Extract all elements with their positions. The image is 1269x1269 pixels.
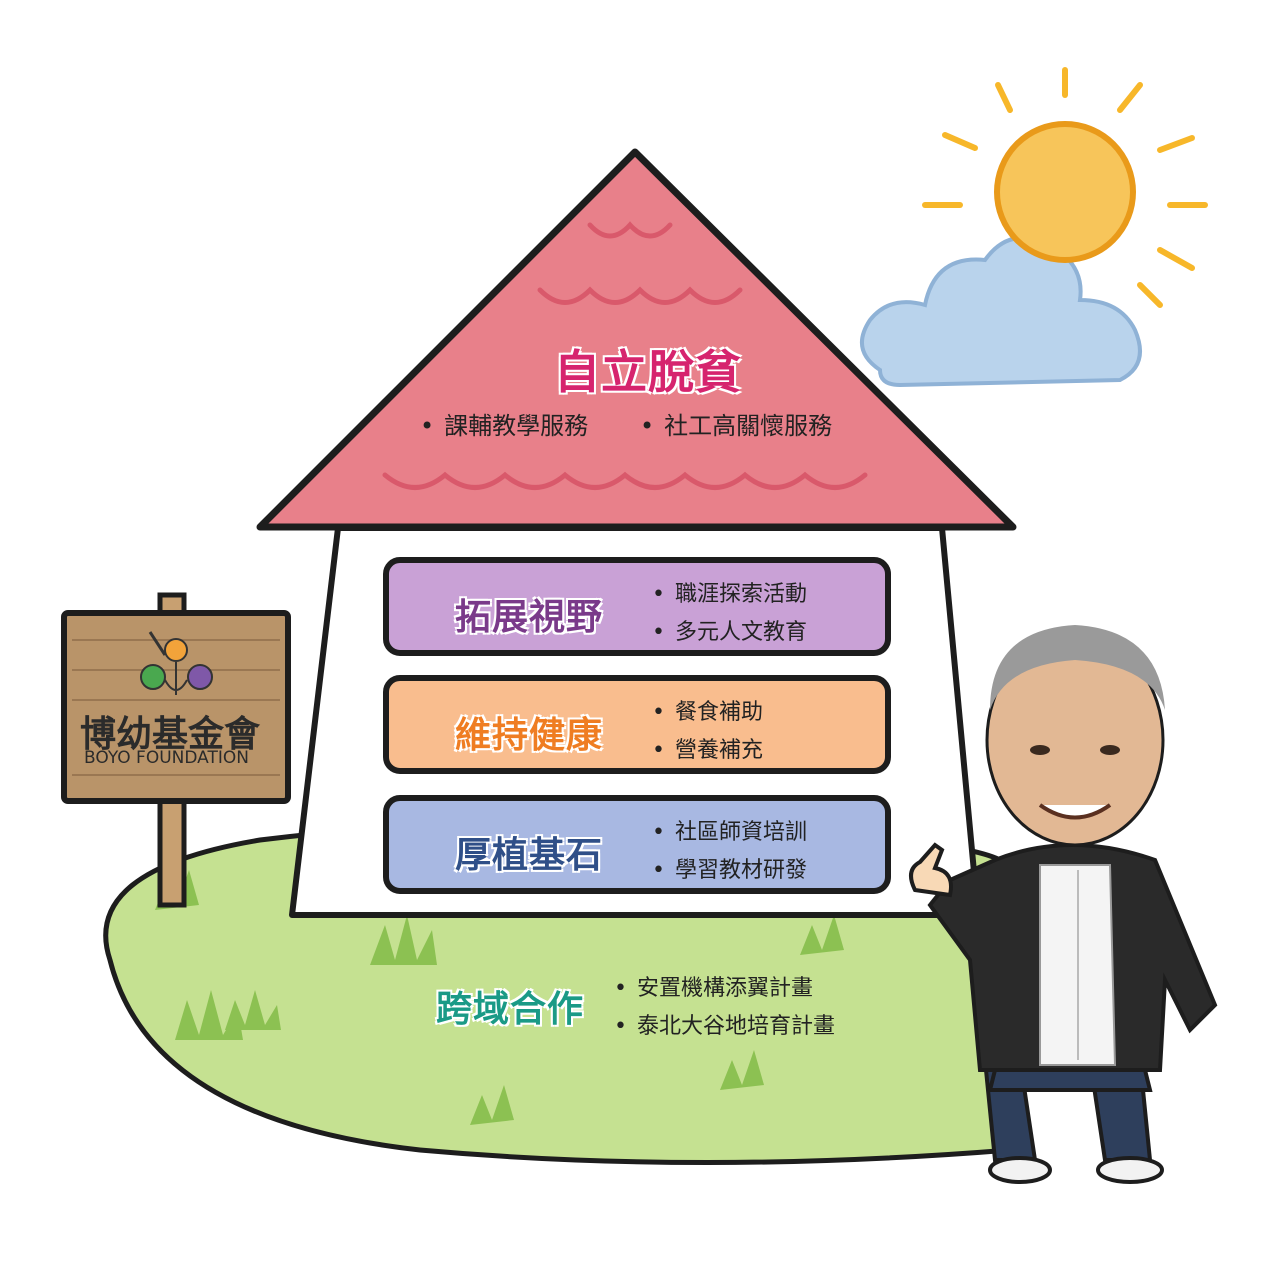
band-foundation-item: 社區師資培訓 (652, 814, 807, 846)
person-illustration (909, 625, 1218, 1184)
band-foundation-item: 學習教材研發 (652, 852, 807, 884)
band-health-item: 餐食補助 (652, 694, 763, 726)
roof-item: 課輔教學服務 (420, 406, 588, 441)
partner-item: 泰北大谷地培育計畫 (614, 1008, 835, 1040)
sign-name-en: BOYO FOUNDATION (84, 748, 249, 768)
cloud-icon (860, 235, 1142, 388)
grass-icon (155, 870, 844, 1125)
roof-item: 社工高關懷服務 (640, 406, 832, 441)
logo-icon (140, 631, 213, 695)
band-foundation-title: 厚植基石 (455, 835, 604, 876)
band-health-title: 維持健康 (455, 715, 604, 756)
roof-scallops (382, 221, 868, 490)
sun-icon (922, 67, 1208, 308)
band-health-item: 營養補充 (652, 732, 763, 764)
band-vision-title: 拓展視野 (455, 597, 604, 638)
partner-title: 跨域合作 (436, 989, 585, 1030)
partner-item: 安置機構添翼計畫 (614, 970, 813, 1002)
sign-board (61, 610, 291, 804)
roof-title: 自立脫貧 (554, 345, 742, 399)
sign-name-zh: 博幼基金會 (80, 714, 261, 755)
band-vision-item: 職涯探索活動 (652, 576, 807, 608)
band-vision-item: 多元人文教育 (652, 614, 807, 646)
